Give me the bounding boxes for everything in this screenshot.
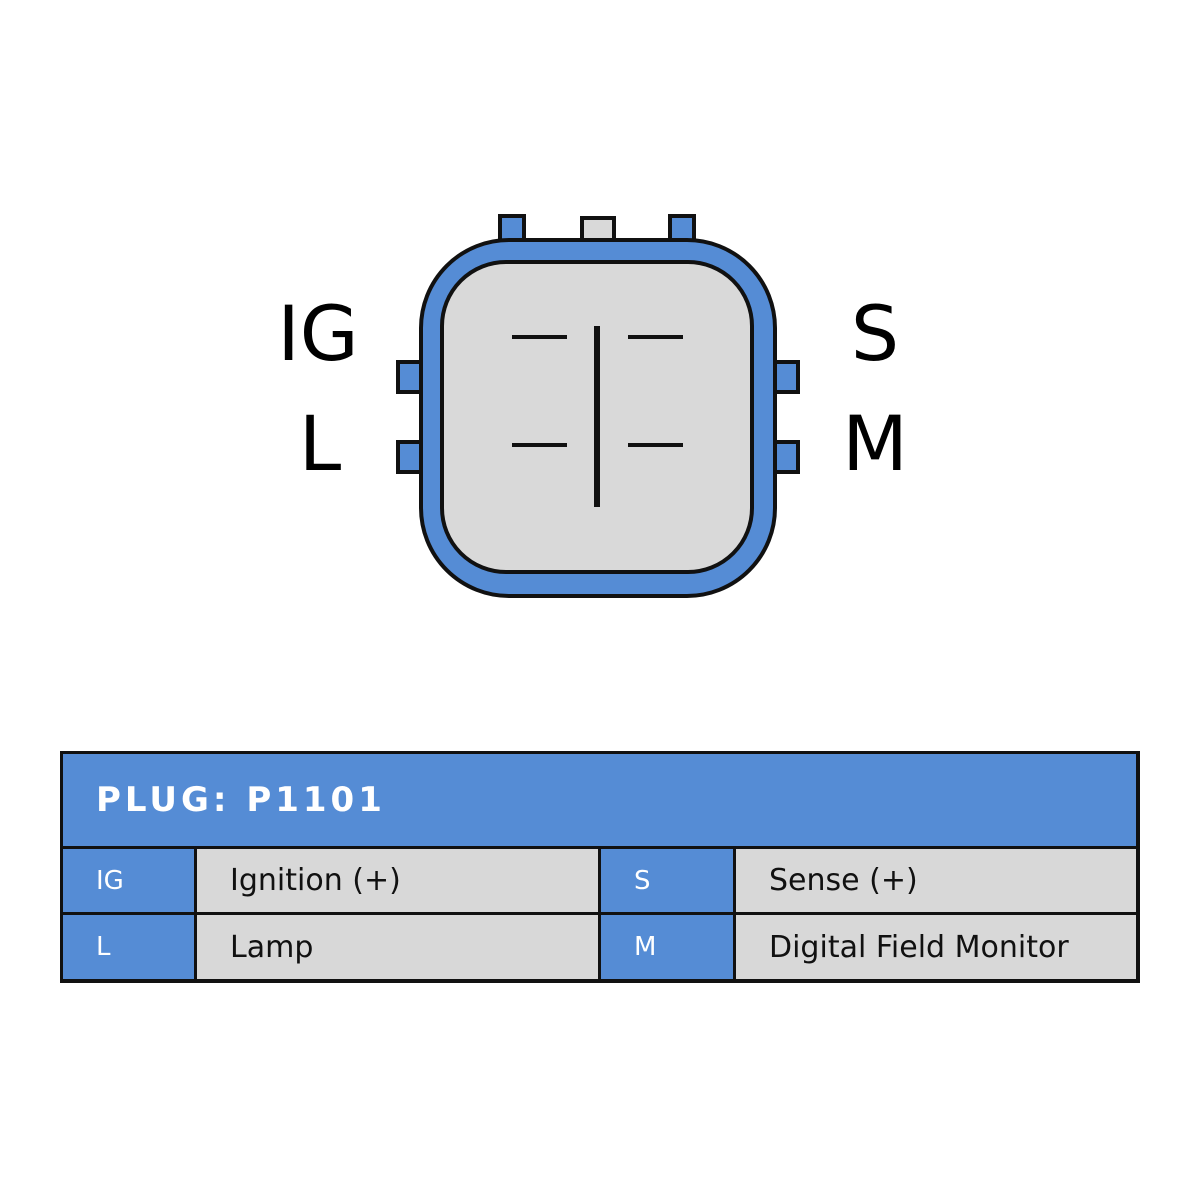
connector-housing — [396, 214, 800, 598]
pin-code-m: M — [601, 915, 733, 979]
pinout-table: PLUG: P1101 IG Ignition (+) S Sense (+) … — [60, 751, 1140, 983]
pin-code-ig: IG — [63, 849, 194, 912]
pin-desc-l: Lamp — [197, 915, 598, 979]
pin-label-l: L — [299, 399, 341, 488]
pin-desc-s: Sense (+) — [736, 849, 1136, 912]
pin-desc-ig: Ignition (+) — [197, 849, 598, 912]
pin-label-m: M — [842, 399, 908, 488]
pin-desc-m: Digital Field Monitor — [736, 915, 1136, 979]
plug-title: PLUG: P1101 — [63, 754, 1136, 846]
pin-code-l: L — [63, 915, 194, 979]
connector-diagram: IG L S M — [277, 214, 908, 598]
pin-code-s: S — [601, 849, 733, 912]
pin-label-s: S — [851, 289, 899, 378]
pin-label-ig: IG — [277, 289, 358, 378]
